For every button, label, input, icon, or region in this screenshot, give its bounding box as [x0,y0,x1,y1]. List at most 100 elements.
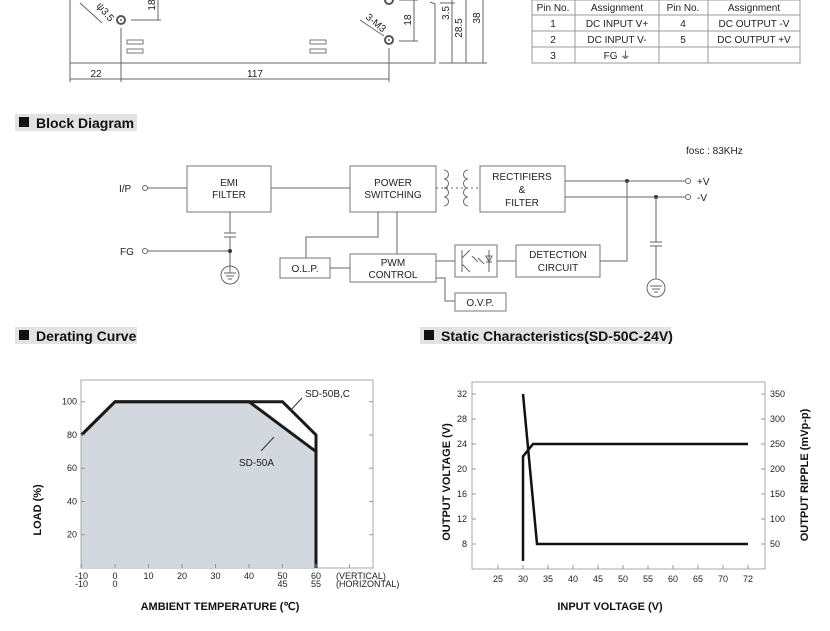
x-tick-label: 40 [568,574,578,584]
dim-3-5: 3.5 [441,6,452,20]
table-cell: 4 [680,19,686,30]
y-right-axis-label: OUTPUT RIPPLE (mVp-p) [799,408,811,541]
x-tick-label-vertical: -10 [75,571,88,581]
x-tick-label-vertical: 0 [112,571,117,581]
minus-v-label: -V [697,193,707,204]
rectifiers-filter-block [479,165,566,213]
emi-label: EMI [220,178,238,189]
y-tick-label: 32 [457,389,467,399]
x-axis-label: AMBIENT TEMPERATURE (℃) [141,601,300,613]
dim-38: 38 [472,12,483,24]
x-tick-label: 65 [693,574,703,584]
section-title: Derating Curve [36,328,137,344]
pwm-label: PWM [381,258,405,269]
olp-label: O.L.P. [291,264,318,275]
ovp-label: O.V.P. [466,298,493,309]
x-tick-label: 30 [518,574,528,584]
x-tick-label-vertical: 50 [277,571,287,581]
table-cell: 1 [550,19,556,30]
plus-v-label: +V [697,177,710,188]
ground-icon [220,265,240,285]
dim-18-right: 18 [403,14,414,26]
dim-22: 22 [90,69,102,80]
y-axis-label: OUTPUT VOLTAGE (V) [441,423,453,541]
x-tick-label: 55 [643,574,653,584]
power-switching-label: POWER [374,178,412,189]
x-tick-label: 35 [543,574,553,584]
section-title: Static Characteristics(SD-50C-24V) [441,328,673,344]
mounting-hole [384,35,394,45]
table-header: Assignment [591,3,643,14]
x-tick-label-horizontal: -10 [75,579,88,589]
ovp-block [454,292,507,312]
fg-label: FG [120,247,134,258]
x-axis-note: (HORIZONTAL) [336,579,399,589]
y-tick-label: 16 [457,489,467,499]
table-cell: 5 [680,35,686,46]
detection-label: DETECTION [529,250,587,261]
power-switching-block [349,165,437,213]
y-tick-label: 20 [67,530,77,540]
annotation-arrow [289,397,303,412]
x-tick-label: 72 [743,574,753,584]
x-tick-label: 50 [618,574,628,584]
transformer-icon [436,169,480,207]
x-axis-label: INPUT VOLTAGE (V) [557,601,663,613]
dim-117: 117 [247,69,263,80]
table-header: Pin No. [667,3,700,14]
emi-filter-block [186,165,272,213]
y-tick-label: 28 [457,414,467,424]
x-tick-label: 70 [718,574,728,584]
table-cell: DC INPUT V+ [586,19,648,30]
table-cell: DC OUTPUT +V [717,35,791,46]
ip-label: I/P [119,184,132,195]
y-tick-label: 100 [62,397,77,407]
y-right-tick-label: 300 [770,414,785,424]
y-tick-label: 8 [462,539,467,549]
x-tick-label-vertical: 40 [244,571,254,581]
detection-circuit-block [515,244,601,278]
optocoupler-icon [454,244,498,278]
section-header-block-diagram: Block Diagram [15,114,137,131]
legend-label-sd-50b-c: SD-50B,C [305,389,350,400]
emi-label: FILTER [212,190,246,201]
x-tick-label-horizontal: 0 [112,579,117,589]
y-right-tick-label: 50 [770,539,780,549]
table-cell: FG ⏚ [604,50,631,62]
y-tick-label: 60 [67,463,77,473]
y-tick-label: 24 [457,439,467,449]
table-cell: DC INPUT V- [587,35,646,46]
x-tick-label-vertical: 10 [143,571,153,581]
y-tick-label: 20 [457,464,467,474]
rectifiers-label: & [519,185,526,196]
pin-table: Pin No. Assignment Pin No. Assignment 1 DC IN… [531,0,801,64]
series-line-output-ripple [521,393,748,546]
fosc-label: fosc : 83KHz [686,146,743,157]
dim-28-5: 28.5 [454,18,465,38]
x-tick-label-vertical: 30 [210,571,220,581]
y-right-tick-label: 150 [770,489,785,499]
pwm-label: CONTROL [369,270,418,281]
y-right-tick-label: 350 [770,389,785,399]
x-tick-label-vertical: 60 [311,571,321,581]
table-cell: DC OUTPUT -V [719,19,790,30]
rectifiers-label: RECTIFIERS [492,172,552,183]
y-tick-label: 12 [457,514,467,524]
x-tick-label: 25 [493,574,503,584]
x-tick-label: 45 [593,574,603,584]
table-header: Pin No. [537,3,570,14]
dim-18-top: 18 [147,0,158,11]
table-cell: 2 [550,35,556,46]
series-line-sd-50a [80,400,318,568]
table-header: Assignment [728,3,780,14]
ground-icon [646,278,666,298]
y-right-tick-label: 100 [770,514,785,524]
table-cell: 3 [550,51,556,62]
x-axis-note: (VERTICAL) [336,571,386,581]
sd-50a-fill-area [81,401,316,568]
y-tick-label: 40 [67,496,77,506]
y-right-tick-label: 200 [770,464,785,474]
